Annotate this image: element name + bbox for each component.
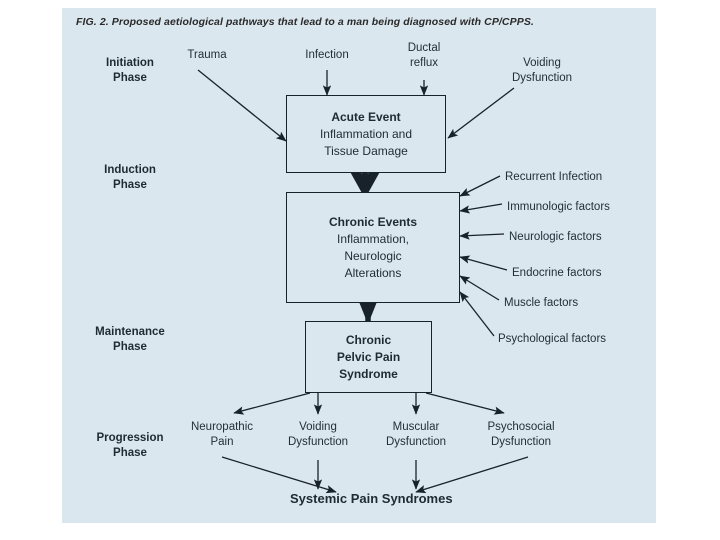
- phase-progression-line1: Progression: [96, 432, 164, 444]
- outcome-psychosocial-dysfunction-line1: Psychosocial: [487, 421, 555, 433]
- arrow-cpps-to-neuropathic-pain: [233, 392, 311, 415]
- arrow-muscle-factors: [459, 275, 500, 301]
- outcome-muscular-dysfunction-line1: Muscular: [392, 421, 440, 433]
- cpps-line3: Syndrome: [339, 366, 398, 381]
- trigger-ductal-reflux-line1: Ductal: [407, 42, 441, 54]
- acute-event-title: Acute Event: [331, 109, 401, 124]
- figure-panel: FIG. 2. Proposed aetiological pathways t…: [62, 8, 656, 523]
- chronic-events-line4: Alterations: [344, 265, 402, 280]
- phase-label-initiation: Initiation Phase: [78, 56, 182, 86]
- outcome-psychosocial-dysfunction-line2: Dysfunction: [490, 436, 552, 448]
- box-acute-event: Acute Event Inflammation and Tissue Dama…: [286, 95, 446, 173]
- acute-event-line2: Inflammation and: [319, 126, 413, 141]
- factor-recurrent-infection: Recurrent Infection: [505, 171, 603, 183]
- outcome-voiding-dysfunction-line1: Voiding: [299, 421, 337, 433]
- phase-maintenance-line2: Phase: [113, 341, 147, 353]
- phase-label-induction: Induction Phase: [78, 163, 182, 193]
- arrow-neuropathic-to-systemic: [221, 456, 337, 494]
- arrow-recurrent-infection: [459, 175, 501, 197]
- terminal-systemic-pain-syndromes: Systemic Pain Syndromes: [290, 491, 453, 506]
- outcome-voiding-dysfunction: Voiding Dysfunction: [268, 420, 368, 450]
- trigger-trauma: Trauma: [162, 48, 252, 63]
- phase-initiation-line1: Initiation: [106, 57, 154, 69]
- factor-neurologic-factors: Neurologic factors: [509, 231, 602, 243]
- acute-event-line3: Tissue Damage: [324, 143, 408, 158]
- phase-label-maintenance: Maintenance Phase: [72, 325, 188, 355]
- cpps-line2: Pelvic Pain: [336, 349, 401, 364]
- factor-muscle-factors: Muscle factors: [504, 297, 579, 309]
- phase-induction-line1: Induction: [104, 164, 156, 176]
- box-chronic-pelvic-pain-syndrome: Chronic Pelvic Pain Syndrome: [305, 321, 432, 393]
- trigger-ductal-reflux: Ductal reflux: [384, 41, 464, 71]
- outcome-neuropathic-pain-line2: Pain: [210, 436, 234, 448]
- outcome-neuropathic-pain: Neuropathic Pain: [172, 420, 272, 450]
- arrow-voiding-dysfunction-initiation: [447, 87, 515, 139]
- chronic-events-line2: Inflammation,: [336, 231, 410, 246]
- arrow-psychological-factors: [459, 291, 495, 337]
- factor-psychological-factors: Psychological factors: [498, 333, 607, 345]
- arrow-immunologic-factors: [459, 203, 503, 214]
- arrow-cpps-to-psychosocial-dysfunction: [425, 392, 505, 415]
- trigger-voiding-dysfunction-line1: Voiding: [523, 57, 561, 69]
- box-chronic-events: Chronic Events Inflammation, Neurologic …: [286, 192, 460, 303]
- trigger-infection-line1: Infection: [305, 49, 349, 61]
- phase-induction-line2: Phase: [113, 179, 147, 191]
- trigger-voiding-dysfunction: Voiding Dysfunction: [492, 56, 592, 86]
- arrow-psychosocial-to-systemic: [415, 456, 529, 494]
- phase-progression-line2: Phase: [113, 447, 147, 459]
- trigger-trauma-line1: Trauma: [187, 49, 227, 61]
- factor-endocrine-factors: Endocrine factors: [512, 267, 602, 279]
- outcome-voiding-dysfunction-line2: Dysfunction: [287, 436, 349, 448]
- cpps-line1: Chronic: [345, 332, 392, 347]
- phase-initiation-line2: Phase: [113, 72, 147, 84]
- figure-caption: FIG. 2. Proposed aetiological pathways t…: [76, 16, 534, 28]
- outcome-psychosocial-dysfunction: Psychosocial Dysfunction: [466, 420, 576, 450]
- outcome-neuropathic-pain-line1: Neuropathic: [190, 421, 253, 433]
- chronic-events-line3: Neurologic: [344, 248, 402, 263]
- arrow-neurologic-factors: [459, 231, 505, 240]
- trigger-voiding-dysfunction-line2: Dysfunction: [511, 72, 573, 84]
- trigger-infection: Infection: [282, 48, 372, 63]
- factor-immunologic-factors: Immunologic factors: [507, 201, 610, 213]
- trigger-ductal-reflux-line2: reflux: [409, 57, 439, 69]
- phase-maintenance-line1: Maintenance: [95, 326, 165, 338]
- chronic-events-title: Chronic Events: [328, 214, 418, 229]
- phase-label-progression: Progression Phase: [74, 431, 186, 461]
- arrow-trauma: [197, 69, 287, 142]
- outcome-muscular-dysfunction-line2: Dysfunction: [385, 436, 447, 448]
- arrow-endocrine-factors: [459, 255, 508, 271]
- outcome-muscular-dysfunction: Muscular Dysfunction: [366, 420, 466, 450]
